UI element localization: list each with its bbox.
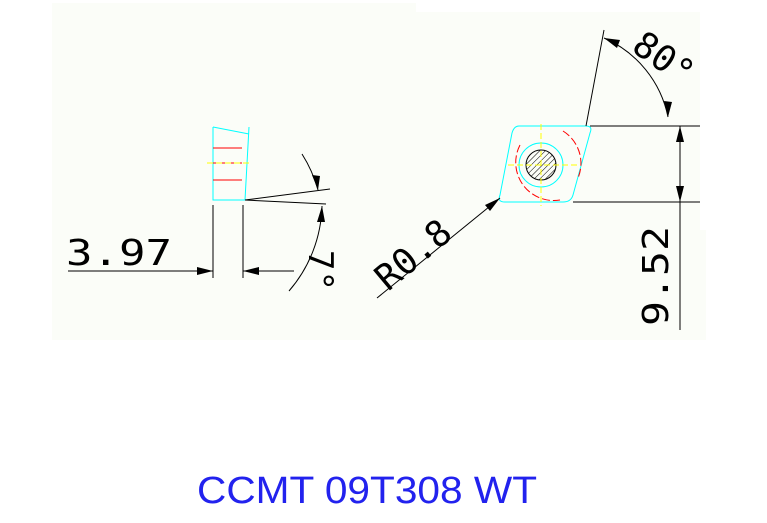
arrow-head: [243, 267, 259, 275]
inscribed-circle-label: 9.52: [636, 226, 677, 326]
clearance-angle-label: 7°: [300, 250, 340, 291]
arrow-head: [676, 186, 684, 202]
arrow-head: [312, 175, 320, 190]
side-view: 3.97 7°: [66, 126, 340, 292]
thickness-label: 3.97: [66, 233, 172, 274]
nose-radius-leader: [376, 197, 501, 299]
arrow-head: [317, 206, 325, 222]
drawing-area: [52, 3, 706, 340]
insert-designation-title: CCMT 09T308 WT: [197, 470, 537, 512]
insert-top-outline: [498, 125, 592, 203]
arrow-head: [604, 38, 620, 48]
arrow-head: [485, 198, 500, 211]
arrow-head: [664, 101, 672, 117]
arrow-head: [676, 126, 684, 142]
inscribed-circle-arc: [515, 144, 561, 201]
arrow-head: [197, 267, 213, 275]
